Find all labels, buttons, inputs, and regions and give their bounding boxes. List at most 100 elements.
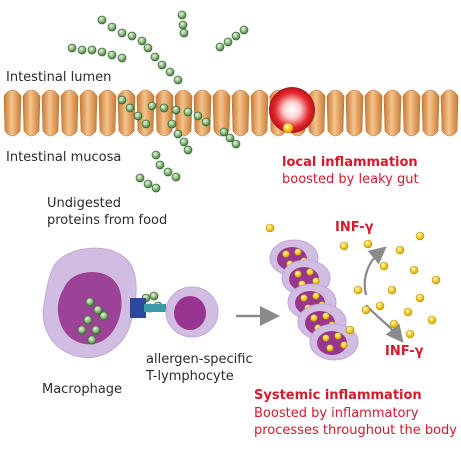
cytokine-dot	[294, 248, 302, 256]
cytokine-dot	[345, 325, 355, 335]
villus	[440, 89, 459, 137]
protein-bead	[107, 50, 117, 60]
protein-bead	[151, 183, 161, 193]
protein-bead	[179, 137, 189, 147]
macrophage-label: Macrophage	[42, 382, 123, 397]
protein-bead	[183, 107, 193, 117]
cytokine-dot	[300, 294, 308, 302]
protein-bead	[97, 47, 107, 57]
intestinal-villi-row	[3, 89, 459, 137]
protein-bead	[239, 25, 249, 35]
protein-bead	[171, 172, 181, 182]
villus	[402, 89, 421, 137]
protein-bead	[127, 31, 137, 41]
t-lymphocyte-cell	[165, 286, 219, 338]
protein-bead	[231, 31, 241, 41]
villus	[3, 89, 22, 137]
protein-bead	[155, 160, 165, 170]
protein-bead	[201, 117, 211, 127]
villus	[250, 89, 269, 137]
protein-bead	[165, 67, 175, 77]
undigested-protein-chains	[67, 10, 249, 277]
cytokine-dot	[405, 329, 415, 339]
cytokine-dot	[431, 275, 441, 285]
intestinal-lumen-label: Intestinal lumen	[6, 70, 112, 85]
protein-bead	[87, 45, 97, 55]
protein-bead	[91, 325, 101, 335]
protein-bead	[193, 111, 203, 121]
protein-bead	[173, 75, 183, 85]
inflamed-cell	[309, 323, 359, 361]
protein-bead	[157, 60, 167, 70]
protein-bead	[163, 167, 173, 177]
protein-bead	[117, 28, 127, 38]
cytokine-dot	[427, 315, 437, 325]
protein-bead	[85, 297, 95, 307]
villus	[79, 89, 98, 137]
cytokine-dot	[326, 344, 334, 352]
cytokine-dot	[282, 250, 290, 258]
protein-bead	[77, 325, 87, 335]
cytokine-dot	[353, 285, 363, 295]
protein-bead	[125, 103, 135, 113]
undigested-label-line2: proteins from food	[47, 213, 168, 228]
cytokine-dot	[312, 277, 320, 285]
cytokine-dot	[403, 307, 413, 317]
cytokine-dot	[306, 268, 314, 276]
villus	[345, 89, 364, 137]
protein-bead	[143, 43, 153, 53]
cytokine-dot	[387, 285, 397, 295]
protein-bead	[99, 311, 109, 321]
local-inflammation-subtitle: boosted by leaky gut	[282, 172, 419, 187]
cytokine-dot	[409, 265, 419, 275]
villus	[326, 89, 345, 137]
protein-bead	[137, 36, 147, 46]
protein-bead	[225, 133, 235, 143]
protein-bead	[215, 42, 225, 52]
inf-gamma-arrow-up	[363, 246, 387, 296]
cytokine-dot	[379, 261, 389, 271]
cytokine-dot	[312, 292, 320, 300]
cytokine-dot	[395, 245, 405, 255]
cytokine-dot	[415, 293, 425, 303]
protein-bead	[178, 20, 188, 30]
protein-bead	[133, 111, 143, 121]
protein-bead	[135, 173, 145, 183]
undigested-label-line1: Undigested	[47, 196, 121, 211]
mhc-receptor-complex	[130, 298, 166, 318]
systemic-inflamed-cells	[269, 239, 359, 361]
t-lymphocyte-label-line2: T-lymphocyte	[146, 369, 234, 384]
villus	[98, 89, 117, 137]
protein-bead	[97, 15, 107, 25]
cytokine-dot	[415, 231, 425, 241]
systemic-inflammation-title: Systemic inflammation	[254, 388, 422, 403]
villus	[383, 89, 402, 137]
cytokine-dot	[322, 334, 330, 342]
protein-bead	[67, 43, 77, 53]
protein-bead	[177, 10, 187, 20]
protein-bead	[141, 119, 151, 129]
protein-bead	[93, 305, 103, 315]
protein-bead	[173, 129, 183, 139]
protein-bead	[171, 105, 181, 115]
local-inflammation-spot	[269, 87, 315, 134]
protein-bead	[143, 179, 153, 189]
protein-bead	[183, 145, 193, 155]
cytokine-dot	[389, 319, 399, 329]
protein-bead	[117, 95, 127, 105]
protein-bead	[149, 291, 159, 301]
protein-bead	[223, 37, 233, 47]
protein-bead	[117, 53, 127, 63]
protein-bead	[179, 28, 189, 38]
systemic-inflammation-line1: Boosted by inflammatory	[254, 406, 419, 421]
protein-bead	[87, 335, 97, 345]
protein-bead	[83, 315, 93, 325]
cytokine-dot	[265, 223, 275, 233]
systemic-inflammation-line2: processes throughout the body	[254, 423, 457, 438]
cytokine-dot	[361, 305, 371, 315]
intestinal-mucosa-label: Intestinal mucosa	[6, 150, 122, 165]
villus	[22, 89, 41, 137]
cytokine-dot	[334, 332, 342, 340]
villus	[41, 89, 60, 137]
